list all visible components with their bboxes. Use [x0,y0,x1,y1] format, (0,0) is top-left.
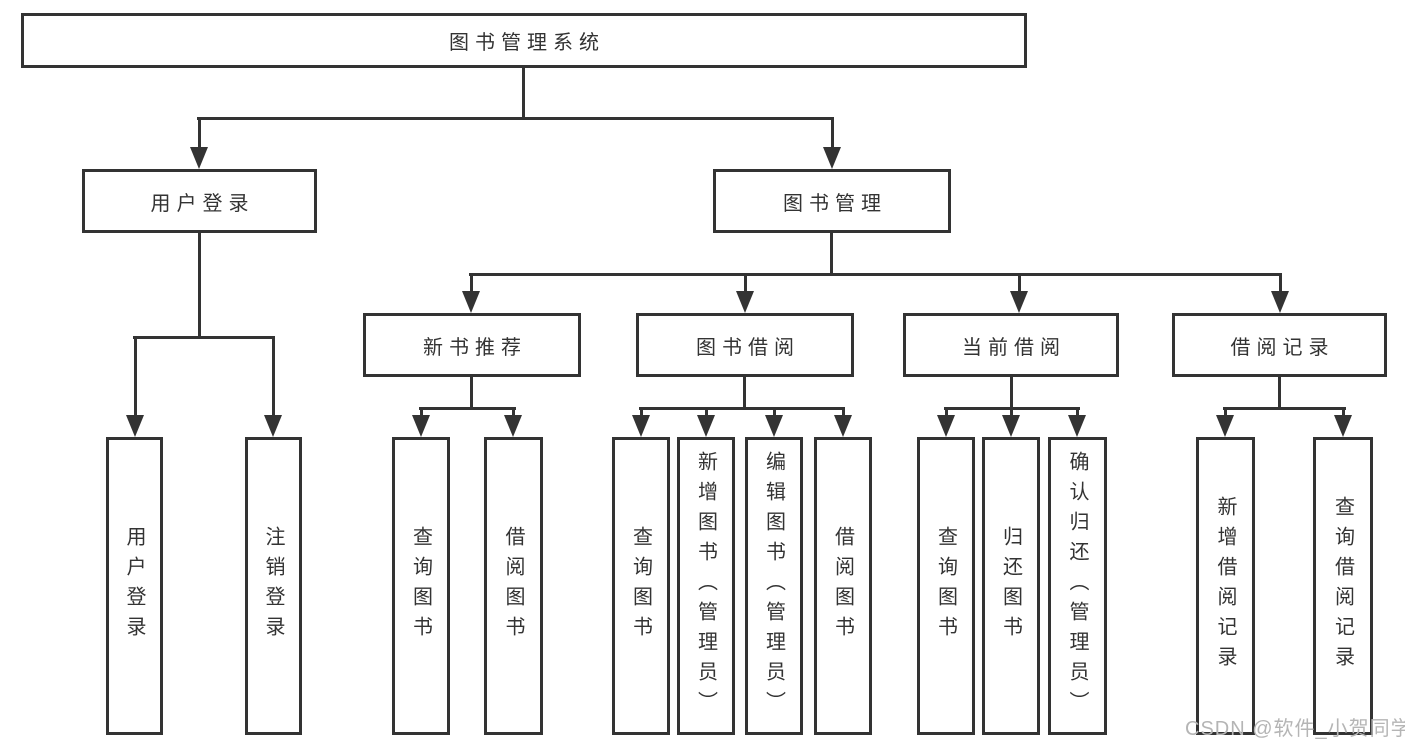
node-leaf-user-login: 用户登录 [106,437,163,735]
node-leaf-logout: 注销登录 [245,437,302,735]
node-book-management: 图书管理 [713,169,951,233]
connector-user-login-stem [198,233,201,338]
arrow-down-icon [504,410,522,437]
node-leaf-bb-borrow-books: 借阅图书 [814,437,872,735]
node-leaf-nr-query-books: 查询图书 [392,437,450,735]
node-leaf-bb-edit-books-admin: 编辑图书（管理员） [745,437,803,735]
node-leaf-br-query-record: 查询借阅记录 [1313,437,1373,735]
connector-user-login-rail [133,336,275,339]
arrow-down-icon [126,339,144,437]
node-library-management-system: 图书管理系统 [21,13,1027,68]
node-book-borrowing: 图书借阅 [636,313,854,377]
node-user-login: 用户登录 [82,169,317,233]
arrow-down-icon [190,120,208,169]
connector-root-stem [522,68,525,120]
arrow-down-icon [1216,410,1234,437]
arrow-down-icon [937,410,955,437]
connector-stem [1278,377,1281,409]
connector-stem [470,377,473,409]
node-leaf-bb-add-books-admin: 新增图书（管理员） [677,437,735,735]
connector-rail [639,407,845,410]
arrow-down-icon [462,276,480,313]
node-leaf-nr-borrow-books: 借阅图书 [484,437,543,735]
arrow-down-icon [697,410,715,437]
connector-stem [1010,377,1013,409]
node-current-borrowing: 当前借阅 [903,313,1119,377]
node-leaf-cb-confirm-return-admin: 确认归还（管理员） [1048,437,1107,735]
connector-rail [944,407,1080,410]
connector-rail [1223,407,1346,410]
arrow-down-icon [264,339,282,437]
arrow-down-icon [412,410,430,437]
node-leaf-cb-return-books: 归还图书 [982,437,1040,735]
arrow-down-icon [834,410,852,437]
node-leaf-cb-query-books: 查询图书 [917,437,975,735]
arrow-down-icon [736,276,754,313]
arrow-down-icon [823,120,841,169]
arrow-down-icon [1010,276,1028,313]
connector-level3-rail [469,273,1282,276]
node-leaf-bb-query-books: 查询图书 [612,437,670,735]
connector-level2-rail [197,117,834,120]
csdn-watermark: CSDN @软件_小贺同学 [1185,718,1405,740]
arrow-down-icon [632,410,650,437]
arrow-down-icon [1271,276,1289,313]
arrow-down-icon [1068,410,1086,437]
arrow-down-icon [1334,410,1352,437]
connector-book-management-stem [830,233,833,275]
node-leaf-br-add-record: 新增借阅记录 [1196,437,1255,735]
connector-rail [419,407,516,410]
arrow-down-icon [1002,410,1020,437]
node-new-book-recommend: 新书推荐 [363,313,581,377]
node-borrowing-records: 借阅记录 [1172,313,1387,377]
arrow-down-icon [765,410,783,437]
connector-stem [743,377,746,409]
